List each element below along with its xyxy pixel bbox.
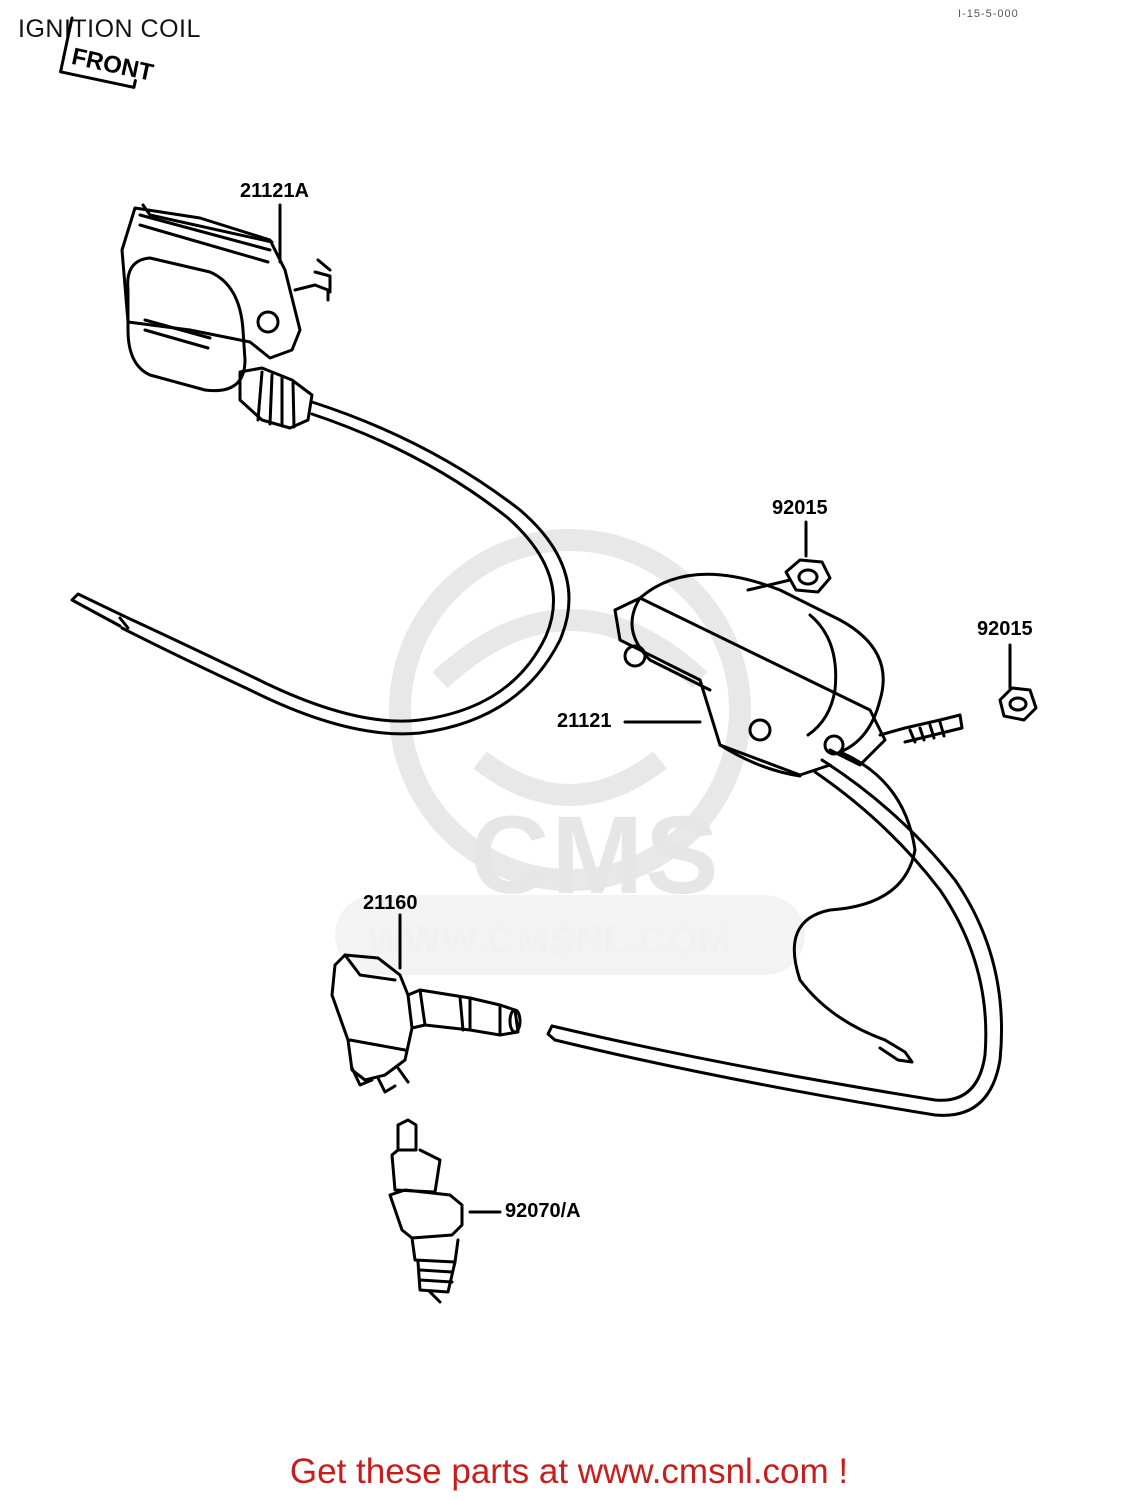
label-21121: 21121 xyxy=(557,710,612,732)
watermark-brand: CMS xyxy=(470,794,721,917)
front-stamp-text: FRONT xyxy=(69,43,156,87)
front-stamp-icon: FRONT xyxy=(59,16,156,89)
label-21160: 21160 xyxy=(363,892,418,914)
footer-cta[interactable]: Get these parts at www.cmsnl.com ! xyxy=(289,1452,849,1491)
page-title: IGNITION COIL xyxy=(18,15,201,43)
nut-upper-icon xyxy=(784,558,832,594)
ht-lead-lower xyxy=(553,758,1004,1117)
ignition-coil-icon xyxy=(613,572,964,778)
spark-plug-icon xyxy=(388,1118,464,1304)
ht-lead-upper xyxy=(120,400,571,736)
label-92015-upper: 92015 xyxy=(772,497,828,519)
nut-right-icon xyxy=(998,686,1038,722)
label-21121A: 21121A xyxy=(240,180,309,202)
label-92015-right: 92015 xyxy=(977,618,1033,640)
cms-logo-watermark xyxy=(335,529,805,975)
diagram-code: I-15-5-000 xyxy=(958,8,1019,20)
label-92070A: 92070/A xyxy=(505,1200,581,1222)
ignition-coil-base-icon xyxy=(120,203,332,430)
watermark-url: WWW.CMSNL.COM xyxy=(368,920,732,962)
plug-cap-icon xyxy=(330,953,522,1094)
